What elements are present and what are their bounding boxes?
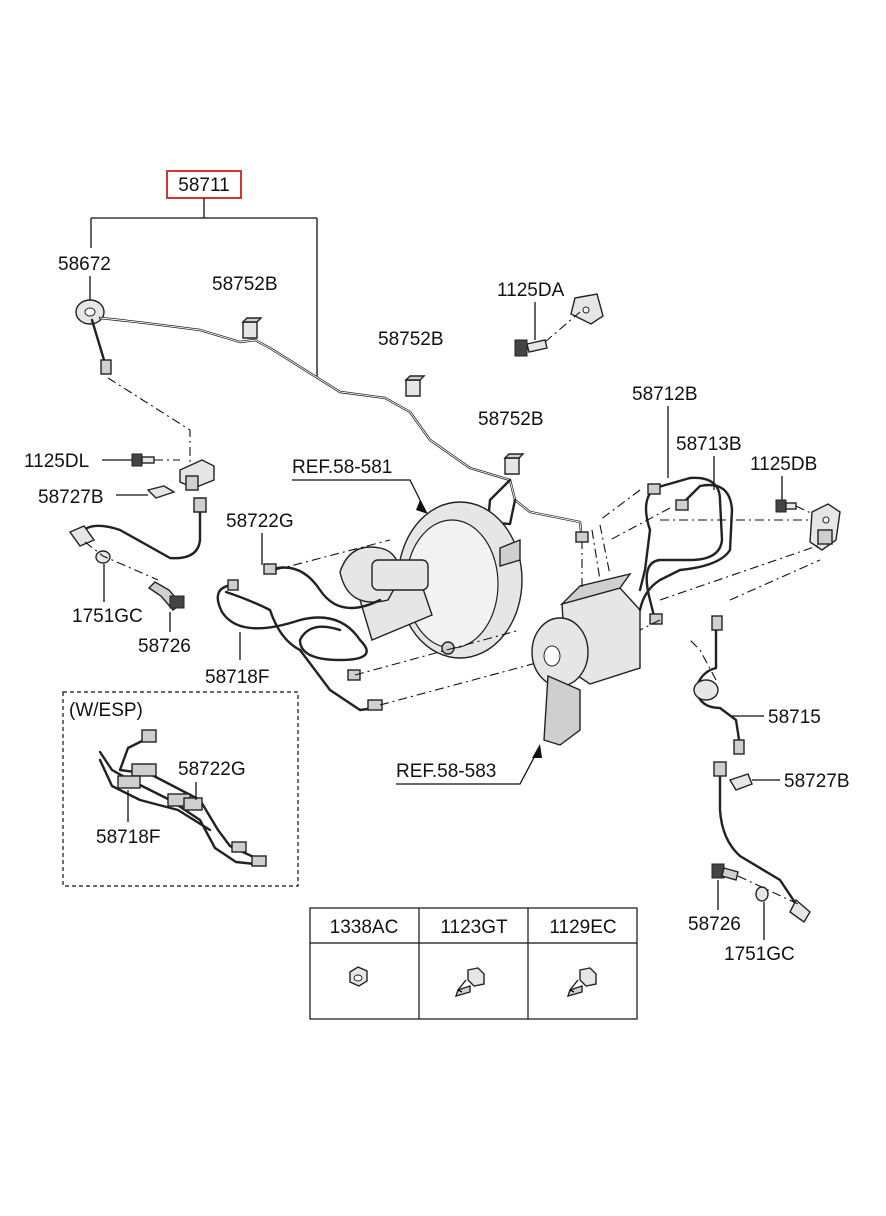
- label-58727b-left: 58727B: [38, 487, 104, 508]
- washer-1751gc-right[interactable]: [755, 886, 769, 902]
- label-1751gc-left: 1751GC: [72, 606, 143, 627]
- table-header-0: 1338AC: [330, 917, 399, 938]
- label-58713b: 58713B: [676, 434, 742, 455]
- main-part-number: 58711: [178, 175, 229, 196]
- main-part-bracket: [90, 198, 318, 378]
- pipe-58718f: [216, 583, 368, 662]
- bolt-1125dl[interactable]: [131, 453, 155, 467]
- label-1125da: 1125DA: [497, 280, 565, 301]
- pipe-58713b: [638, 483, 734, 612]
- label-58722g-top: 58722G: [226, 511, 294, 532]
- label-58712b: 58712B: [632, 384, 698, 405]
- bracket-1125da[interactable]: [570, 293, 604, 325]
- label-1125dl: 1125DL: [24, 451, 89, 472]
- esp-variant-box: [62, 691, 299, 887]
- grommet-58672[interactable]: [75, 299, 105, 325]
- clip-58727b-right[interactable]: [728, 773, 753, 791]
- hose-bracket-left[interactable]: [179, 459, 215, 491]
- main-part-callout[interactable]: 58711: [166, 170, 242, 199]
- label-1125db: 1125DB: [750, 454, 817, 475]
- ref-58-581[interactable]: REF.58-581: [292, 457, 392, 478]
- table-header-2: 1129EC: [549, 917, 616, 938]
- pipe-58722g: [268, 566, 382, 610]
- clip-58752b-1[interactable]: [241, 317, 263, 339]
- flex-hose-right: [718, 768, 802, 912]
- label-58672: 58672: [58, 254, 111, 275]
- fastener-table: 1338AC 1123GT 1129EC: [309, 907, 638, 1020]
- label-58726-right: 58726: [688, 914, 741, 935]
- label-58715: 58715: [768, 707, 821, 728]
- nut-icon: [349, 966, 368, 987]
- clip-58727b-left[interactable]: [146, 485, 176, 499]
- bolt-1125da[interactable]: [514, 339, 548, 357]
- bolt-1125db[interactable]: [775, 499, 797, 513]
- label-58752b-2: 58752B: [378, 329, 444, 350]
- hose-end-fitting-right: [789, 898, 811, 924]
- label-58727b-right: 58727B: [784, 771, 850, 792]
- clip-58752b-3[interactable]: [503, 453, 525, 475]
- bolt-58726-right[interactable]: [711, 863, 739, 881]
- label-1751gc-right: 1751GC: [724, 944, 795, 965]
- label-58752b-1: 58752B: [212, 274, 278, 295]
- abs-hydraulic-unit: [531, 572, 641, 746]
- label-58718f-top: 58718F: [205, 667, 269, 688]
- esp-pipes: [98, 729, 267, 867]
- label-58722g-esp: 58722G: [178, 759, 246, 780]
- bolt-58726-left[interactable]: [147, 581, 185, 611]
- flange-bolt-icon: [566, 967, 597, 998]
- clip-58752b-2[interactable]: [404, 375, 426, 397]
- pipe-58712b: [645, 476, 724, 622]
- table-header-1: 1123GT: [440, 917, 508, 938]
- label-58752b-3: 58752B: [478, 409, 544, 430]
- ref-58-583[interactable]: REF.58-583: [396, 761, 496, 782]
- leader-ref-581: [292, 479, 426, 511]
- label-58718f-esp: 58718F: [96, 827, 160, 848]
- hose-end-fitting-left: [68, 525, 96, 547]
- pipe-fitting: [100, 359, 112, 375]
- washer-1751gc-left[interactable]: [95, 550, 111, 564]
- grommet-58715[interactable]: [693, 679, 719, 701]
- leader-ref-583: [396, 749, 539, 785]
- label-58726-left: 58726: [138, 636, 191, 657]
- flange-bolt-icon: [454, 967, 485, 998]
- flex-hose-left: [78, 498, 202, 560]
- pipe-58718f-branch: [224, 590, 377, 712]
- esp-variant-title: (W/ESP): [69, 700, 143, 721]
- hose-bracket-right[interactable]: [809, 503, 841, 551]
- master-cylinder: [339, 546, 455, 655]
